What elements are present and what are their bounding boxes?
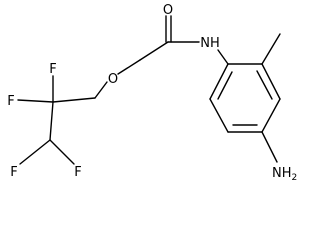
amide-nh-label: NH bbox=[200, 36, 220, 51]
bond-nh-ring bbox=[217, 49, 229, 65]
bond-methyl bbox=[261, 33, 281, 65]
bond-c-ch2 bbox=[139, 41, 169, 61]
amine-element: NH bbox=[272, 166, 292, 181]
structure-diagram: O NH O F F F F NH2 bbox=[7, 3, 297, 183]
bond-cf2-f-left bbox=[17, 99, 54, 103]
amine-label: NH2 bbox=[272, 166, 297, 183]
fluorine-upper-label: F bbox=[49, 62, 56, 77]
fluorine-lower-right-label: F bbox=[74, 165, 81, 180]
bonds bbox=[17, 15, 281, 165]
carbonyl-oxygen-label: O bbox=[163, 3, 173, 18]
fluorine-left-label: F bbox=[7, 94, 14, 109]
ring-inner-fa bbox=[217, 71, 233, 100]
ring-bond-cd bbox=[261, 98, 281, 133]
bond-ch2-cf2 bbox=[52, 97, 96, 103]
bond-o-ch2 bbox=[94, 81, 108, 99]
ring-bond-ef bbox=[209, 98, 229, 133]
ether-oxygen-label: O bbox=[108, 72, 118, 87]
fluorine-lower-left-label: F bbox=[10, 165, 17, 180]
atom-labels: O NH O F F F F NH2 bbox=[7, 3, 297, 183]
ring-bond-bc bbox=[261, 63, 281, 100]
amine-subscript: 2 bbox=[292, 173, 298, 183]
ring-inner-bc bbox=[256, 70, 273, 100]
bond-cf2-chf2 bbox=[49, 101, 54, 141]
ring-bond-fa bbox=[209, 63, 229, 100]
bond-chf2-f-right bbox=[49, 139, 75, 165]
bond-chf2-f-left bbox=[19, 139, 51, 165]
bond-ring-nh2 bbox=[261, 131, 278, 163]
bond-ch2-o bbox=[117, 59, 141, 75]
